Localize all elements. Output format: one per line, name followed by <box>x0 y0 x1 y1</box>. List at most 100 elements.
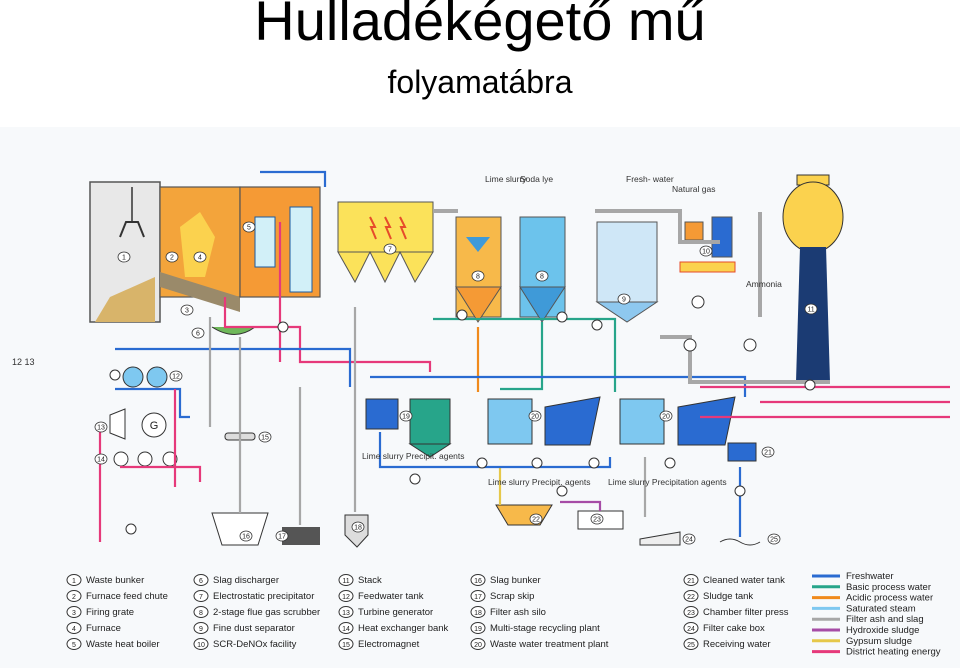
side-label: 12 13 <box>12 357 35 367</box>
component-badge-number: 10 <box>702 249 710 256</box>
legend-component-number: 20 <box>474 642 482 649</box>
filter-cake-box <box>639 531 681 546</box>
legend-component-number: 2 <box>72 594 76 601</box>
legend-component-name: Turbine generator <box>358 607 433 618</box>
legend-item-component: 22 Sludge tank <box>683 590 753 602</box>
legend-component-name: Stack <box>358 575 382 586</box>
process-diagram: 12 1 3 <box>12 170 950 658</box>
legend-component-name: Slag bunker <box>490 575 541 586</box>
legend-component-number: 16 <box>474 578 482 585</box>
component-badge-number: 16 <box>242 534 250 541</box>
component-badge-number: 18 <box>354 525 362 532</box>
legend-component-number: 6 <box>199 578 203 585</box>
legend-component-name: Slag discharger <box>213 575 279 586</box>
legend-item-component: 12 Feedwater tank <box>338 590 424 602</box>
flow-lines <box>98 170 950 542</box>
legend-flow-name: Basic process water <box>846 582 931 593</box>
legend-component-number: 8 <box>199 610 203 617</box>
legend-component-number: 24 <box>687 626 695 633</box>
furnace <box>159 186 241 312</box>
svg-text:G: G <box>150 420 159 432</box>
component-badge-number: 15 <box>261 435 269 442</box>
stack <box>782 174 844 382</box>
component-badge-number: 4 <box>198 255 202 262</box>
diagram-labels: Lime slurry Soda lye Fresh- water Natura… <box>362 174 782 487</box>
legend-component-number: 23 <box>687 610 695 617</box>
legend-component-name: SCR-DeNOx facility <box>213 639 297 650</box>
legend-component-number: 17 <box>474 594 482 601</box>
ammonia-label: Ammonia <box>746 279 782 289</box>
legend-component-name: 2-stage flue gas scrubber <box>213 607 320 618</box>
legend-item-component: 6 Slag discharger <box>193 574 279 586</box>
legend-item-component: 2 Furnace feed chute <box>66 590 168 602</box>
component-badge-number: 5 <box>247 225 251 232</box>
component-badge-number: 12 <box>172 374 180 381</box>
component-badge-number: 7 <box>388 247 392 254</box>
cleaned-water-tank <box>727 442 757 462</box>
legend-flow-name: District heating energy <box>846 647 941 658</box>
component-badge-number: 22 <box>532 517 540 524</box>
legend-component-name: Filter cake box <box>703 623 765 634</box>
legend-item-component: 17 Scrap skip <box>470 590 534 602</box>
turbine-generator: G <box>109 408 167 440</box>
legend-item-flow: Acidic process water <box>812 593 933 604</box>
legend-component-name: Heat exchanger bank <box>358 623 449 634</box>
scrap-skip <box>282 527 320 545</box>
legend-component-number: 5 <box>72 642 76 649</box>
legend-component-name: Waste water treatment plant <box>490 639 609 650</box>
sludge-tank <box>495 504 553 526</box>
legend-item-component: 16 Slag bunker <box>470 574 541 586</box>
component-badge-number: 3 <box>185 308 189 315</box>
legend-component-number: 22 <box>687 594 695 601</box>
legend-component-name: Sludge tank <box>703 591 753 602</box>
component-badge-number: 14 <box>97 457 105 464</box>
legend-component-name: Furnace feed chute <box>86 591 168 602</box>
fine-dust-separator <box>595 221 659 323</box>
legend-flow-name: Filter ash and slag <box>846 614 924 625</box>
component-badge-number: 1 <box>122 255 126 262</box>
legend-component-name: Cleaned water tank <box>703 575 785 586</box>
legend-component-number: 9 <box>199 626 203 633</box>
legend-component-number: 18 <box>474 610 482 617</box>
legend-item-flow: Saturated steam <box>812 603 916 614</box>
legend-flow-name: Acidic process water <box>846 593 933 604</box>
legend-component-name: Feedwater tank <box>358 591 424 602</box>
natural-gas-label: Natural gas <box>672 184 715 194</box>
component-badge-number: 6 <box>196 331 200 338</box>
legend-item-component: 8 2-stage flue gas scrubber <box>193 606 320 618</box>
page-subtitle: folyamatábra <box>387 64 573 100</box>
component-badge-number: 19 <box>402 414 410 421</box>
legend-component-name: Receiving water <box>703 639 771 650</box>
heat-exchanger-bank <box>113 451 178 467</box>
legend-component-name: Multi-stage recycling plant <box>490 623 600 634</box>
slag-discharger <box>211 326 256 335</box>
legend-component-name: Filter ash silo <box>490 607 546 618</box>
legend-flow-name: Gypsum sludge <box>846 636 912 647</box>
legend-item-flow: District heating energy <box>812 647 941 658</box>
lime-slurry-precip-label-3: Lime slurry Precipitation agents <box>608 477 727 487</box>
flue-gas-scrubber-2 <box>519 216 566 323</box>
legend-item-flow: Filter ash and slag <box>812 614 924 625</box>
legend-component-number: 12 <box>342 594 350 601</box>
lime-slurry-precip-label-1: Lime slurry Precipit. agents <box>362 451 465 461</box>
legend-component-number: 3 <box>72 610 76 617</box>
legend-component-name: Electrostatic precipitator <box>213 591 314 602</box>
legend-flow-name: Saturated steam <box>846 603 916 614</box>
scr-denox-facility <box>679 216 736 273</box>
component-badge-number: 24 <box>685 537 693 544</box>
legend-item-component: 18 Filter ash silo <box>470 606 546 618</box>
legend-component-name: Chamber filter press <box>703 607 789 618</box>
legend-component-name: Scrap skip <box>490 591 534 602</box>
component-badge-number: 25 <box>770 537 778 544</box>
